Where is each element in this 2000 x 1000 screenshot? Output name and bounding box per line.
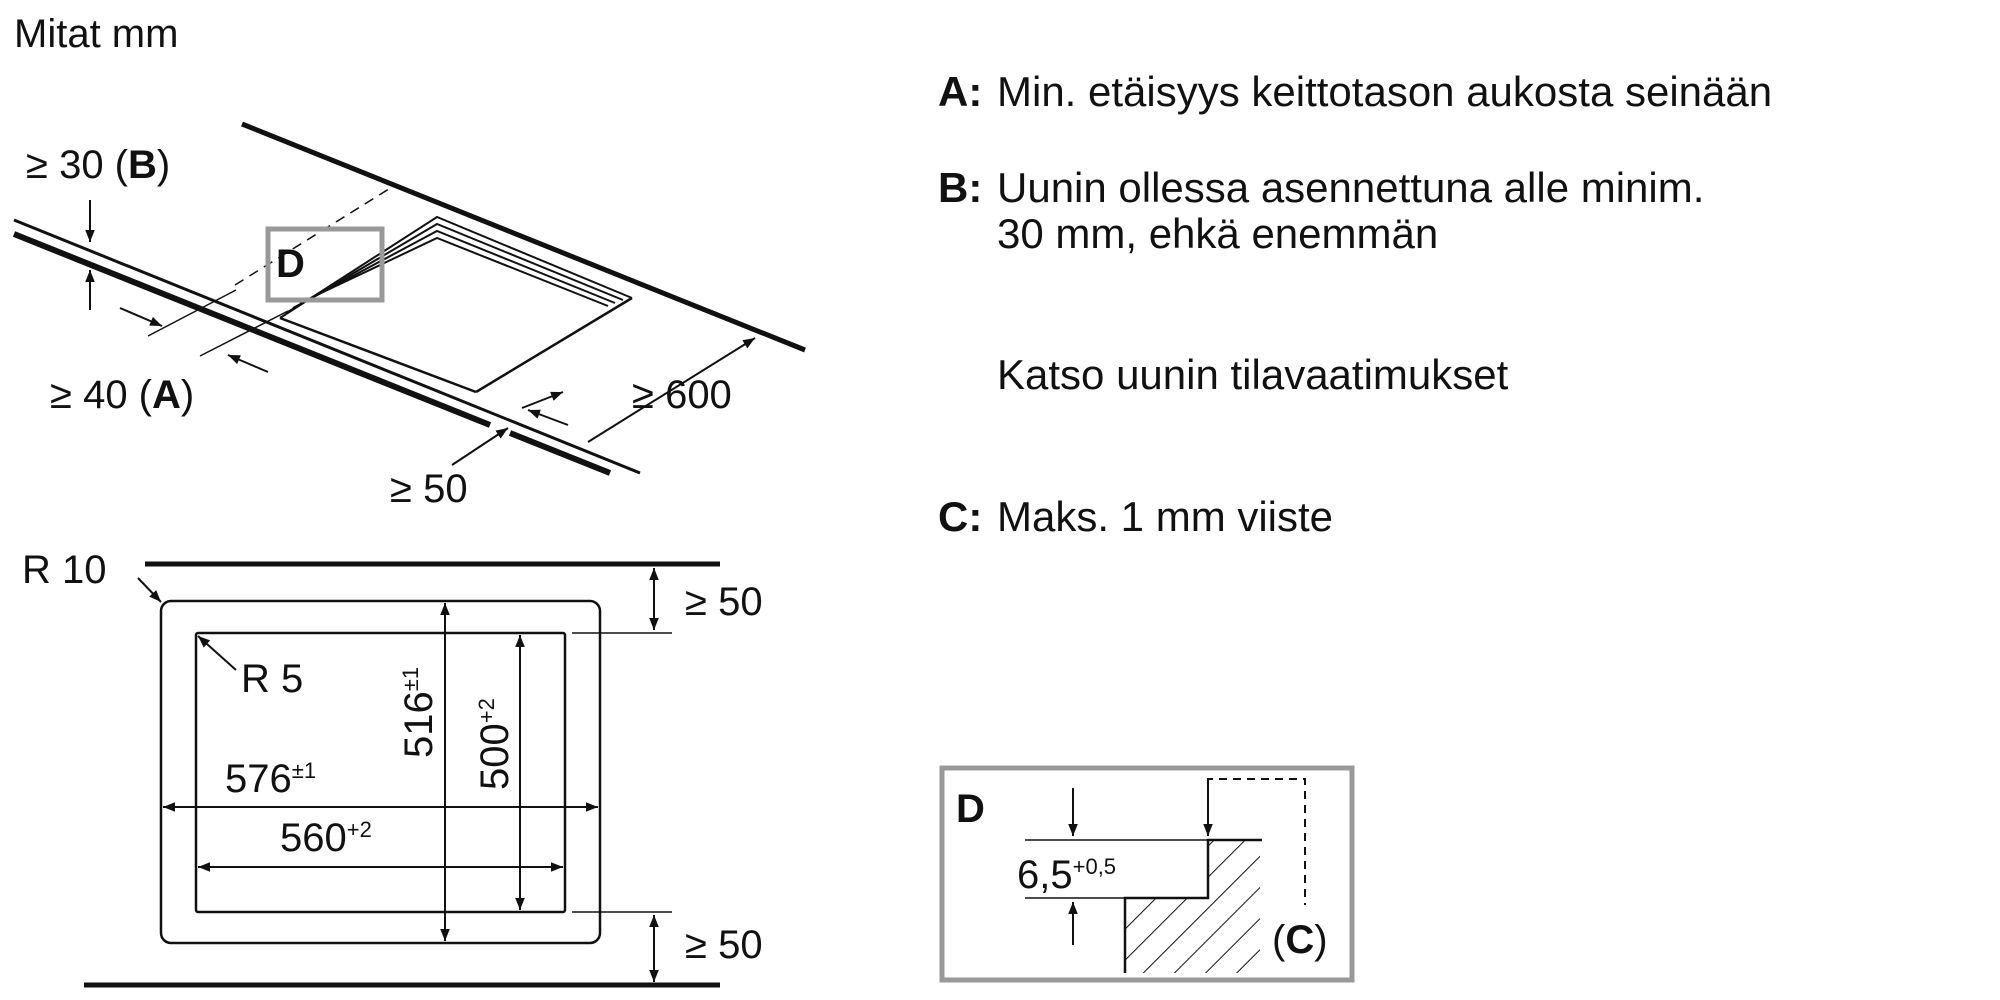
dim-a-arrow-left <box>119 307 163 327</box>
height-500-label: 500+2 <box>473 698 517 790</box>
countertop-front-top-edge <box>13 218 641 475</box>
legend-note: Katso uunin tilavaatimukset <box>997 351 1509 398</box>
detail-d: D 6,5+0,5 (C) <box>939 765 1355 983</box>
dim-600-arrow-right <box>521 391 564 409</box>
dim-b-label: ≥ 30 (B) <box>26 143 170 187</box>
legend-c-key: C: <box>938 493 982 540</box>
countertop-section-outline <box>1123 838 1262 973</box>
countertop-section-hatch <box>1125 840 1260 973</box>
dim-600-arrow-top <box>587 337 756 443</box>
width-576-label: 576±1 <box>225 757 316 801</box>
countertop-front-lower-edge-2 <box>508 430 612 476</box>
dim-a-arrow-right <box>227 354 269 373</box>
r10-label: R 10 <box>22 548 107 592</box>
r10-arrow <box>137 577 162 603</box>
dim-50-arrow <box>451 427 509 466</box>
legend-b-key: B: <box>938 164 982 211</box>
detail-d-frame <box>939 765 1355 983</box>
hob-outline <box>159 599 602 945</box>
detail-d-marker <box>265 226 385 303</box>
page-title: Mitat mm <box>14 12 178 56</box>
legend-a-text: Min. etäisyys keittotason aukosta seinää… <box>997 68 1772 115</box>
dim-a-extension-2 <box>199 310 289 357</box>
dim-600-label: ≥ 600 <box>632 373 732 417</box>
r5-arrow <box>197 635 237 671</box>
countertop-back-edge <box>241 121 806 353</box>
bottom-gap-label: ≥ 50 <box>685 923 763 967</box>
dim-600-arrow-left <box>527 409 569 426</box>
isometric-view: D ≥ 30 (B) ≥ 40 (A) ≥ 600 ≥ 50 <box>12 121 806 511</box>
legend-b-line2: 30 mm, ehkä enemmän <box>997 210 1438 257</box>
detail-d-marker-label: D <box>276 242 305 286</box>
dim-50-label: ≥ 50 <box>390 467 468 511</box>
legend-c-text: Maks. 1 mm viiste <box>997 493 1333 540</box>
dim-a-extension-1 <box>147 289 237 337</box>
legend-a-key: A: <box>938 68 982 115</box>
dashed-extension-line <box>234 186 393 286</box>
hob-cutout <box>279 215 633 394</box>
height-516-label: 516±1 <box>397 667 441 758</box>
dim-a-label: ≥ 40 (A) <box>50 373 194 417</box>
top-gap-label: ≥ 50 <box>685 580 763 624</box>
legend: A: Min. etäisyys keittotason aukosta sei… <box>938 68 1772 540</box>
detail-dim-label: 6,5+0,5 <box>1017 853 1116 897</box>
detail-d-label: D <box>956 787 985 831</box>
detail-c-label: (C) <box>1272 918 1328 962</box>
r5-label: R 5 <box>241 657 303 701</box>
cutout-outline <box>194 631 567 914</box>
plan-view: R 10 R 5 ≥ 50 ≥ 50 576±1 560+2 516±1 500… <box>22 548 763 988</box>
legend-b-line1: Uunin ollessa asennettuna alle minim. <box>997 164 1704 211</box>
width-560-label: 560+2 <box>280 816 372 860</box>
